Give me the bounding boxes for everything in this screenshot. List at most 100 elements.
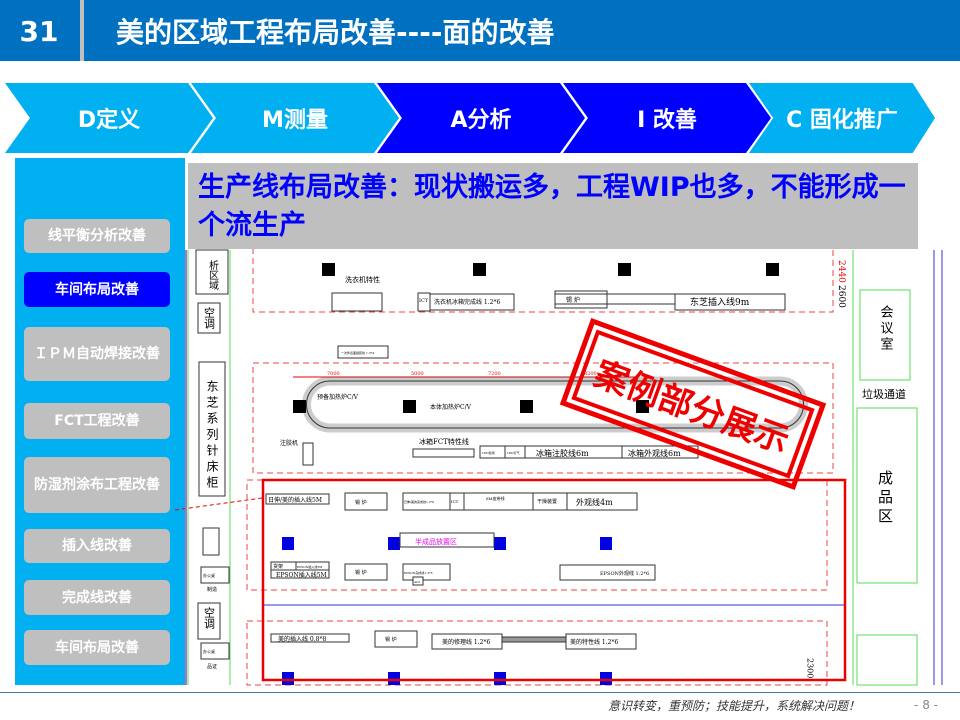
toshiba-insert-label: 东芝插入线9m bbox=[690, 296, 750, 308]
ict-label: ICT bbox=[419, 298, 429, 304]
sidebar-item-workshop-layout-2[interactable]: 车间布局改善 bbox=[24, 630, 170, 665]
finished-area-label: 成品区 bbox=[876, 470, 894, 527]
step-improve[interactable]: I 改善 bbox=[563, 83, 771, 153]
dimension: 5000 bbox=[411, 371, 424, 377]
zone-lower bbox=[246, 620, 828, 686]
station bbox=[374, 630, 418, 648]
first-line-label: 一次件表面组装线 1.3*4 bbox=[341, 350, 374, 355]
led-label: LED检测 bbox=[482, 450, 495, 455]
sidebar-item-workshop-layout[interactable]: 车间布局改善 bbox=[24, 272, 170, 307]
midea-insert-label: 美的插入线 0.8*8 bbox=[278, 635, 326, 643]
headline-banner: 生产线布局改善：现状搬运多，工程WIP也多，不能形成一个流生产 bbox=[188, 163, 918, 249]
station bbox=[270, 633, 350, 643]
dimension: 7000 bbox=[327, 371, 340, 377]
office-note: 制造 bbox=[207, 586, 217, 593]
solder-label: 锡 炉 bbox=[355, 569, 367, 576]
fridge-visual-label: 冰箱外观线6m bbox=[628, 448, 681, 458]
page-title: 美的区域工程布局改善----面的改善 bbox=[116, 16, 555, 49]
washer-spec-label: 洗衣机特性 bbox=[345, 275, 380, 284]
washer-line-label: 洗衣机冰箱完成线 1.2*6 bbox=[434, 298, 500, 306]
garbage-aisle-label: 垃圾通道 bbox=[862, 387, 906, 401]
office-note: 品证 bbox=[207, 663, 217, 670]
sidebar-item-fct[interactable]: FCT工程改善 bbox=[24, 403, 170, 439]
epson-insert-label: EPSON插入线5M bbox=[276, 571, 327, 579]
fridge-fct-label: 冰箱FCT特性线 bbox=[419, 437, 469, 446]
conveyor bbox=[501, 636, 567, 643]
semi-area-label: 半成品放置区 bbox=[415, 537, 457, 546]
cabinet-box bbox=[198, 361, 226, 497]
epson-insert-small: EPSON插入线5M bbox=[297, 564, 322, 569]
box bbox=[202, 527, 220, 556]
station bbox=[337, 345, 389, 359]
station bbox=[402, 563, 451, 581]
footer-divider bbox=[0, 692, 960, 693]
solder-label: 锡 炉 bbox=[566, 296, 580, 304]
header-divider bbox=[80, 0, 84, 61]
dimension: 7200 bbox=[488, 371, 501, 377]
cabinet-label: 东芝系列针床柜 bbox=[205, 380, 219, 492]
dimension: 8200 bbox=[584, 371, 597, 377]
body-heat-label: 本体加热炉C/V bbox=[430, 403, 472, 411]
station bbox=[302, 442, 314, 466]
visual-line-label: 外观线4m bbox=[576, 497, 613, 507]
sidebar-item-line-balance[interactable]: 线平衡分析改善 bbox=[24, 219, 170, 253]
office-label: 办公桌 bbox=[203, 648, 215, 654]
preheat-label: 预备加热炉C/V bbox=[317, 393, 359, 401]
station bbox=[565, 633, 637, 650]
step-measure[interactable]: M测量 bbox=[191, 83, 399, 153]
station bbox=[344, 492, 388, 511]
semi-area-box bbox=[399, 532, 495, 548]
ac-label-2: 空调 bbox=[203, 606, 216, 630]
dimension: 2600 bbox=[836, 285, 846, 308]
pillars bbox=[322, 263, 779, 276]
slide-number: 31 bbox=[19, 15, 59, 48]
zone-middle bbox=[252, 362, 834, 474]
finished-area bbox=[856, 407, 918, 584]
sidebar-item-coating[interactable]: 防湿剂涂布工程改善 bbox=[24, 457, 170, 513]
belt-label: 6M皮带线 bbox=[486, 495, 505, 501]
step-control[interactable]: C 固化推广 bbox=[749, 83, 935, 153]
hitachi-finish-label: 日伸/美的完成线1.2*6 bbox=[404, 499, 434, 504]
led-label: LED打气 bbox=[507, 450, 520, 455]
sidebar-item-insert-line[interactable]: 插入线改善 bbox=[24, 529, 170, 563]
epson-finish-label: EPSON完成线1.2*6 bbox=[404, 570, 433, 575]
meeting-room-label: 会议室 bbox=[878, 305, 894, 353]
sidebar: 线平衡分析改善 车间布局改善 ＩＰＭ自动焊接改善 FCT工程改善 防湿剂涂布工程… bbox=[15, 158, 185, 685]
dmaic-steps: D定义 M测量 A分析 I 改善 C 固化推广 bbox=[5, 83, 935, 153]
midea-repair-label: 美的修理线 1.2*6 bbox=[442, 638, 490, 646]
conveyor-outline bbox=[306, 380, 804, 429]
ict-label: ICT bbox=[451, 499, 459, 504]
station bbox=[566, 492, 638, 511]
dryer-label: 干燥装置 bbox=[537, 498, 557, 505]
ac-box bbox=[197, 302, 221, 334]
ac-box bbox=[197, 602, 221, 640]
step-define[interactable]: D定义 bbox=[5, 83, 213, 153]
station bbox=[412, 576, 424, 586]
solder-label: 锡 炉 bbox=[355, 499, 367, 506]
fridge-glue-label: 冰箱注胶线6m bbox=[536, 448, 589, 458]
floor-plan: 析区域 空调 东芝系列针床柜 办公桌 制造 空调 办公桌 品证 洗衣机特性 IC… bbox=[174, 239, 943, 686]
area-box bbox=[195, 249, 229, 295]
station bbox=[621, 445, 699, 459]
sidebar-item-ipm-welding[interactable]: ＩＰＭ自动焊接改善 bbox=[24, 327, 170, 381]
pillars-blue bbox=[282, 537, 612, 550]
pillars-blue bbox=[282, 672, 612, 685]
sidebar-item-finish-line[interactable]: 完成线改善 bbox=[24, 580, 170, 615]
station bbox=[674, 293, 786, 311]
station bbox=[265, 493, 330, 505]
station bbox=[412, 448, 475, 458]
solder-label: 锡 炉 bbox=[385, 636, 397, 643]
step-analyze[interactable]: A分析 bbox=[377, 83, 585, 153]
station bbox=[270, 569, 330, 579]
dimension: 2440 bbox=[836, 260, 846, 283]
meeting-room bbox=[859, 289, 911, 381]
office-desk bbox=[200, 642, 230, 660]
office-label: 办公桌 bbox=[203, 572, 215, 578]
dimension: 2300 bbox=[806, 658, 815, 678]
station bbox=[331, 292, 383, 312]
pillars bbox=[293, 400, 649, 413]
highlight-box bbox=[261, 478, 847, 682]
page-number: - 8 - bbox=[914, 698, 938, 712]
station bbox=[344, 563, 388, 581]
header-bar: 31 美的区域工程布局改善----面的改善 bbox=[0, 0, 960, 61]
